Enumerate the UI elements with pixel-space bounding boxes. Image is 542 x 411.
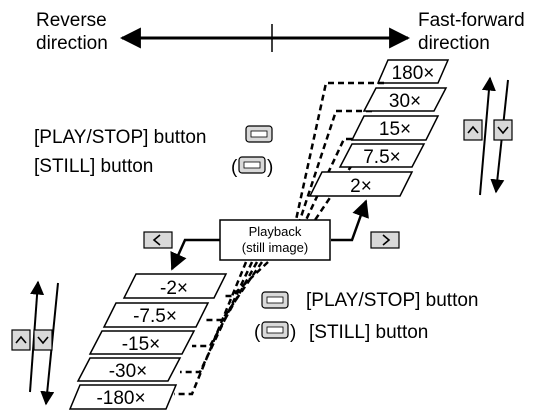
paren-open: (	[231, 157, 238, 178]
speed-box-fwd-2: 2×	[308, 171, 414, 197]
speed-box-rev-2: -2×	[122, 273, 228, 299]
speed-label: 180×	[392, 63, 435, 84]
down-arrow-key-icon[interactable]	[33, 329, 53, 351]
forward-play-stop-label: [PLAY/STOP] button	[34, 127, 207, 148]
forward-direction-label-2: direction	[418, 33, 490, 54]
paren-open: (	[254, 322, 261, 343]
button-icon[interactable]	[261, 321, 289, 339]
still-image-label: (still image)	[242, 240, 308, 255]
direction-axis-arrow	[119, 24, 411, 52]
forward-play-arrow	[331, 199, 369, 242]
playback-still-image-box: Playback (still image)	[219, 219, 331, 261]
up-arrow-key-icon[interactable]	[463, 119, 483, 141]
reverse-speed-boxes: -2× -7.5× -15× -30× -180×	[68, 273, 228, 410]
speed-box-fwd-15: 15×	[350, 115, 440, 141]
forward-speed-boxes: 180× 30× 15× 7.5× 2×	[308, 59, 450, 197]
speed-box-fwd-180: 180×	[376, 59, 450, 84]
left-arrow-key-icon[interactable]	[143, 231, 173, 249]
speed-label: 2×	[350, 176, 372, 197]
paren-close: )	[267, 157, 273, 178]
speed-box-rev-180: -180×	[68, 384, 178, 410]
speed-label: -2×	[160, 278, 188, 299]
reverse-still-label: [STILL] button	[309, 322, 428, 343]
paren-close: )	[290, 322, 296, 343]
speed-label: -30×	[109, 361, 148, 382]
up-arrow-key-icon[interactable]	[11, 329, 31, 351]
down-arrow-key-icon[interactable]	[493, 119, 513, 141]
speed-box-fwd-30: 30×	[362, 87, 448, 112]
button-icon[interactable]	[261, 291, 289, 309]
speed-label: -180×	[96, 388, 145, 409]
speed-box-rev-30: -30×	[76, 357, 182, 382]
reverse-dashed-connectors	[174, 261, 269, 396]
speed-label: 15×	[379, 119, 411, 140]
speed-box-rev-15: -15×	[88, 330, 196, 355]
reverse-play-arrow	[170, 238, 220, 271]
speed-label: 7.5×	[363, 147, 401, 168]
reverse-play-stop-label: [PLAY/STOP] button	[306, 290, 479, 311]
speed-box-fwd-7-5: 7.5×	[338, 143, 426, 168]
speed-label: 30×	[389, 91, 421, 112]
speed-box-rev-7-5: -7.5×	[102, 302, 210, 328]
speed-label: -7.5×	[133, 306, 177, 327]
speed-label: -15×	[122, 334, 161, 355]
button-icon[interactable]	[238, 156, 266, 174]
reverse-direction-label-1: Reverse	[36, 10, 107, 31]
button-icon[interactable]	[245, 125, 273, 143]
forward-still-label: [STILL] button	[34, 156, 153, 177]
right-arrow-key-icon[interactable]	[370, 231, 400, 249]
playback-label: Playback	[249, 224, 302, 239]
forward-direction-label-1: Fast-forward	[418, 10, 525, 31]
reverse-direction-label-2: direction	[36, 33, 108, 54]
